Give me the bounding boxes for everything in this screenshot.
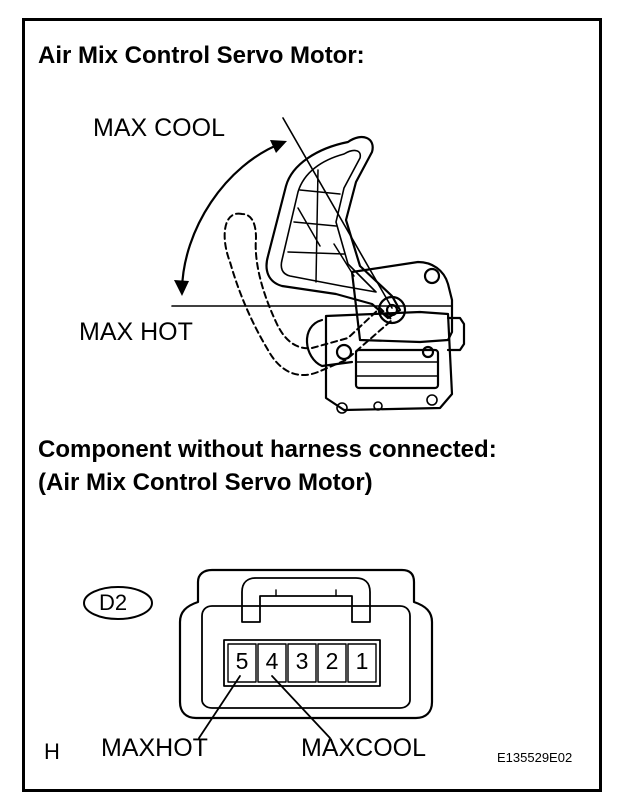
- terminal-label-maxcool: MAXCOOL: [301, 734, 427, 762]
- arrow-head-max-cool: [270, 140, 287, 153]
- connector-housing-outer: [178, 568, 434, 720]
- figure-frame: [22, 18, 602, 792]
- leader-line-maxcool: [271, 675, 331, 739]
- leader-line-maxhot: [198, 675, 241, 739]
- figure-id: E135529E02: [497, 750, 573, 765]
- pin-1-label: 1: [355, 648, 369, 674]
- view-letter: H: [44, 739, 60, 764]
- max-cool-label: MAX COOL: [93, 114, 225, 142]
- connector-latch: [241, 577, 371, 623]
- max-hot-label: MAX HOT: [79, 318, 193, 346]
- mount-hole-bottom-right: [426, 394, 438, 406]
- servo-body-upper: [350, 260, 454, 344]
- terminal-label-maxhot: MAXHOT: [101, 734, 208, 762]
- arrow-head-max-hot: [174, 280, 189, 296]
- servo-heading: Air Mix Control Servo Motor:: [38, 42, 365, 69]
- component-heading: Component without harness connected:: [38, 436, 497, 463]
- mount-tab-right: [423, 267, 441, 285]
- lever-max-cool: [265, 135, 402, 320]
- pin-cell-2: [317, 643, 347, 683]
- lever-inner-contour: [280, 149, 377, 293]
- component-subheading: (Air Mix Control Servo Motor): [38, 469, 373, 496]
- servo-body-lower: [324, 310, 454, 412]
- mount-screw-right: [421, 345, 435, 359]
- side-connector: [446, 316, 466, 352]
- connector-block: [354, 348, 440, 390]
- servo-hub-outer: [377, 295, 407, 325]
- connector-code: D2: [99, 590, 128, 615]
- mount-hole-bottom-left: [336, 402, 348, 414]
- mount-hole-bottom-mid: [373, 401, 383, 411]
- servo-gear-housing: [305, 318, 354, 368]
- servo-hub-inner: [385, 303, 399, 317]
- lever-max-hot-dashed: [223, 212, 393, 376]
- pin-3-label: 3: [295, 648, 309, 674]
- connector-code-oval: [83, 586, 153, 620]
- lever-ribs: [287, 169, 355, 283]
- rotation-arc: [180, 141, 284, 292]
- pin-cell-1: [347, 643, 377, 683]
- pin-4-label: 4: [265, 648, 279, 674]
- pin-cavity-frame: [223, 639, 381, 687]
- pin-2-label: 2: [325, 648, 339, 674]
- pin-cell-3: [287, 643, 317, 683]
- mount-screw-left: [335, 343, 353, 361]
- pin-5-label: 5: [235, 648, 249, 674]
- pin-cell-4: [257, 643, 287, 683]
- pin-cell-5: [227, 643, 257, 683]
- connector-housing-inner: [201, 605, 411, 709]
